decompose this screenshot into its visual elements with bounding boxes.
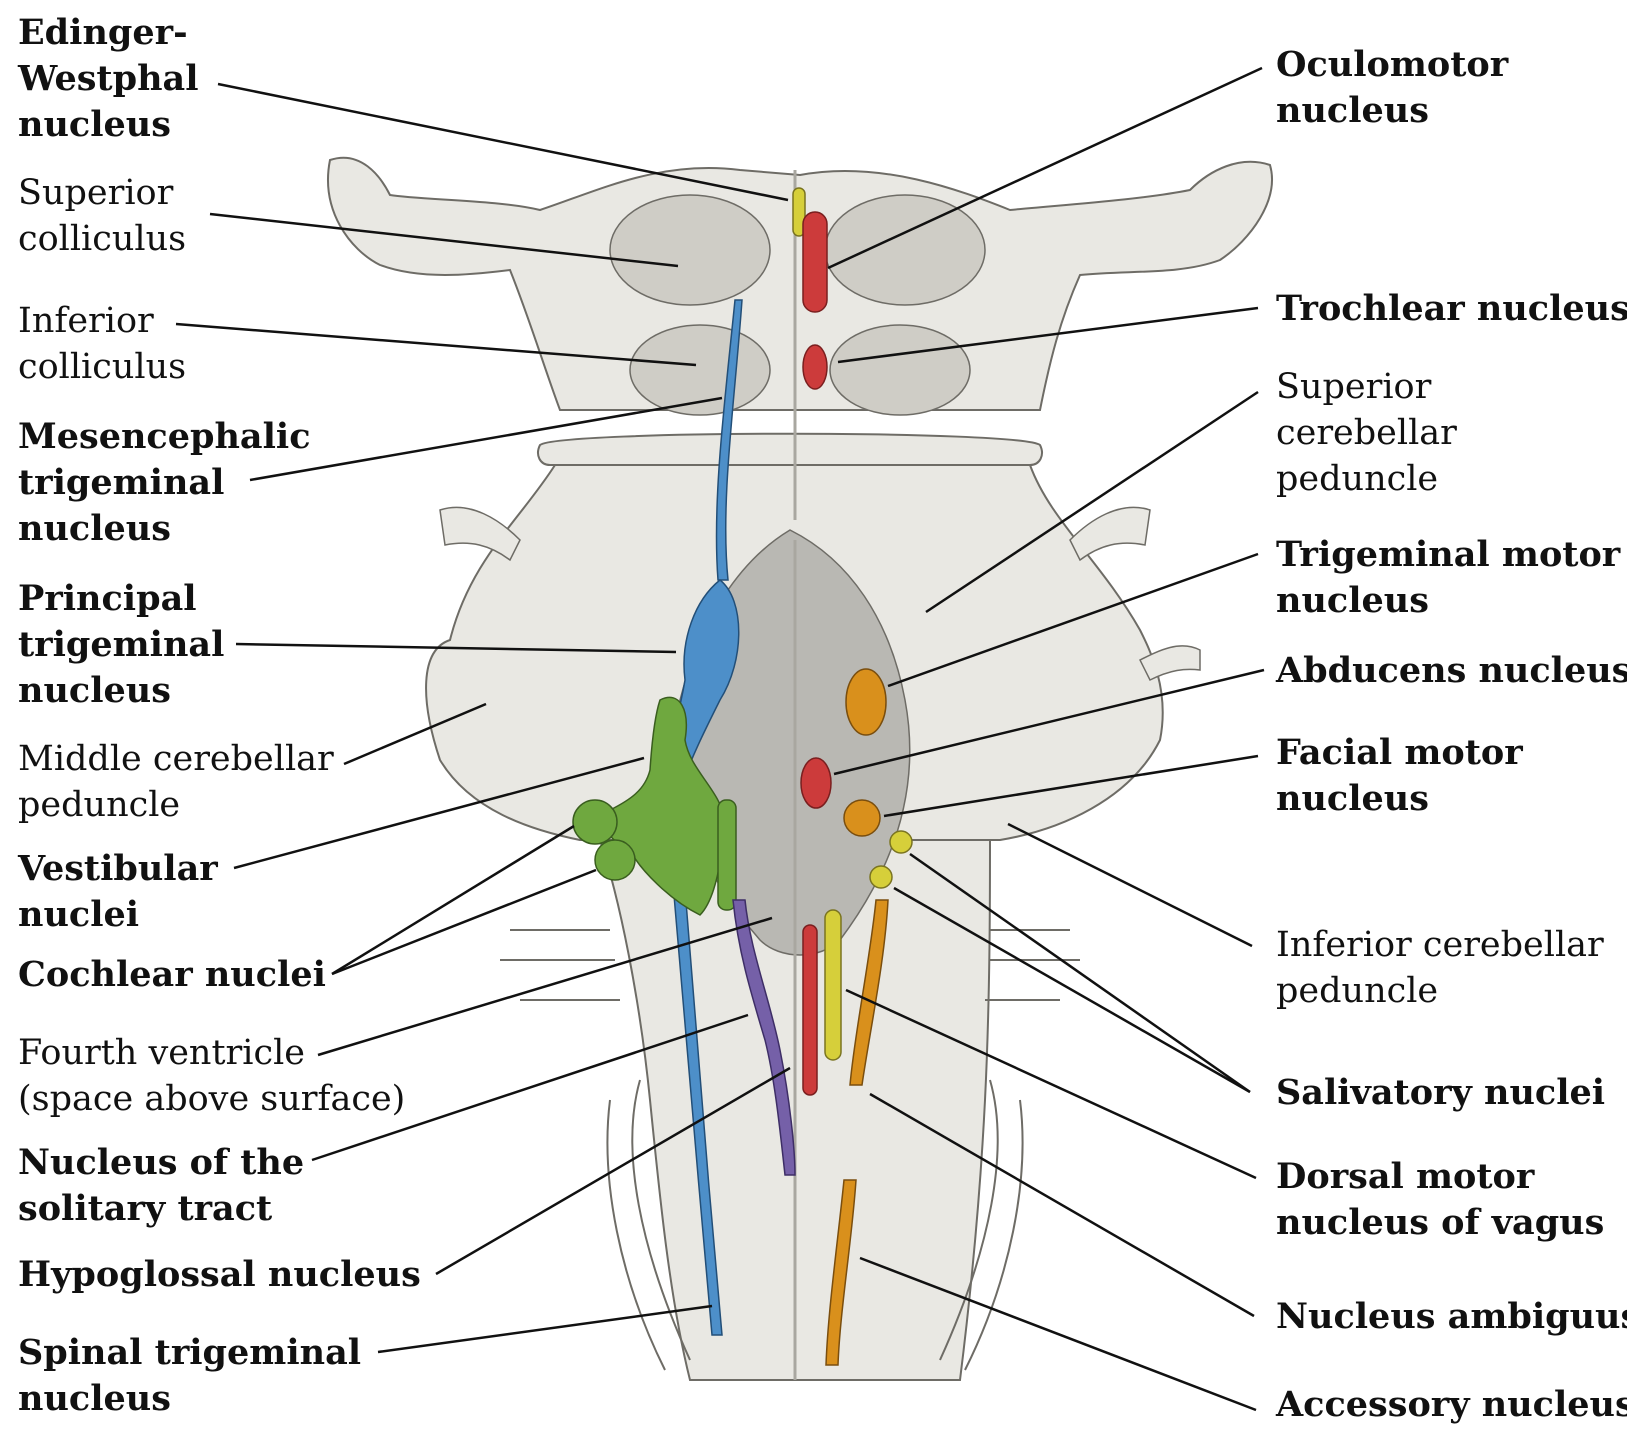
label-line: Inferior: [18, 298, 186, 344]
rootlets-left: [500, 930, 620, 1000]
abducens-nucleus-mark: [801, 758, 831, 808]
leader-cochlear-b: [332, 870, 596, 974]
label-line: Nucleus ambiguus: [1276, 1294, 1627, 1340]
label-line: Trigeminal motor: [1276, 532, 1620, 578]
label-line: peduncle: [18, 782, 334, 828]
label-salivatory: Salivatory nuclei: [1276, 1070, 1605, 1116]
leader-spinal-trigeminal: [378, 1306, 712, 1352]
label-line: Nucleus of the: [18, 1140, 304, 1186]
label-line: nucleus of vagus: [1276, 1200, 1604, 1246]
label-trochlear: Trochlear nucleus: [1276, 286, 1627, 332]
label-superior-colliculus: Superior colliculus: [18, 170, 186, 262]
facial-motor-nucleus-mark: [844, 800, 880, 836]
nerve-stub-right: [1070, 507, 1150, 560]
label-edinger-westphal: Edinger- Westphal nucleus: [18, 10, 199, 148]
solitary-upper-mark: [718, 800, 736, 910]
label-line: Dorsal motor: [1276, 1154, 1604, 1200]
superior-colliculus-right: [825, 195, 985, 305]
trochlear-nucleus-mark: [803, 345, 827, 389]
label-fourth-ventricle: Fourth ventricle (space above surface): [18, 1030, 405, 1122]
label-line: peduncle: [1276, 456, 1457, 502]
label-line: nucleus: [18, 506, 311, 552]
label-line: Mesencephalic: [18, 414, 311, 460]
label-nucleus-ambiguus: Nucleus ambiguus: [1276, 1294, 1627, 1340]
label-line: trigeminal: [18, 622, 224, 668]
label-line: Superior: [1276, 364, 1457, 410]
leader-inferior-cerebellar: [1008, 824, 1252, 946]
label-line: Trochlear nucleus: [1276, 286, 1627, 332]
label-middle-cerebellar-peduncle: Middle cerebellar peduncle: [18, 736, 334, 828]
label-line: cerebellar: [1276, 410, 1457, 456]
label-mesencephalic-trigeminal: Mesencephalic trigeminal nucleus: [18, 414, 311, 552]
leader-edinger-westphal: [218, 84, 788, 200]
label-line: nuclei: [18, 892, 218, 938]
label-line: Facial motor: [1276, 730, 1523, 776]
label-line: (space above surface): [18, 1076, 405, 1122]
label-line: Cochlear nuclei: [18, 952, 326, 998]
dorsal-motor-vagus-mark: [825, 910, 841, 1060]
salivatory-inferior-mark: [870, 866, 892, 888]
label-superior-cerebellar-peduncle: Superior cerebellar peduncle: [1276, 364, 1457, 502]
cochlear-nucleus-ventral-mark: [595, 840, 635, 880]
label-trigeminal-motor: Trigeminal motor nucleus: [1276, 532, 1620, 624]
label-line: Hypoglossal nucleus: [18, 1252, 421, 1298]
label-line: nucleus: [18, 668, 224, 714]
label-line: Abducens nucleus: [1276, 648, 1627, 694]
label-spinal-trigeminal: Spinal trigeminal nucleus: [18, 1330, 361, 1422]
label-line: Salivatory nuclei: [1276, 1070, 1605, 1116]
label-line: Oculomotor: [1276, 42, 1508, 88]
label-line: Inferior cerebellar: [1276, 922, 1604, 968]
label-line: colliculus: [18, 216, 186, 262]
trigeminal-motor-nucleus-mark: [846, 669, 886, 735]
label-dorsal-motor-vagus: Dorsal motor nucleus of vagus: [1276, 1154, 1604, 1246]
salivatory-superior-mark: [890, 831, 912, 853]
cochlear-nucleus-dorsal-mark: [573, 800, 617, 844]
label-cochlear-nuclei: Cochlear nuclei: [18, 952, 326, 998]
leader-cochlear-a: [332, 826, 574, 974]
label-line: Middle cerebellar: [18, 736, 334, 782]
inferior-colliculus-right: [830, 325, 970, 415]
label-line: Superior: [18, 170, 186, 216]
label-solitary-tract: Nucleus of the solitary tract: [18, 1140, 304, 1232]
label-line: colliculus: [18, 344, 186, 390]
label-line: trigeminal: [18, 460, 311, 506]
label-line: Principal: [18, 576, 224, 622]
label-line: Accessory nucleus: [1276, 1382, 1627, 1428]
label-oculomotor: Oculomotor nucleus: [1276, 42, 1508, 134]
brainstem-body: [328, 158, 1272, 1380]
label-hypoglossal: Hypoglossal nucleus: [18, 1252, 421, 1298]
peduncle-band: [538, 434, 1042, 465]
oculomotor-nucleus-mark: [803, 212, 827, 312]
nerve-stub-left: [440, 507, 520, 560]
label-abducens: Abducens nucleus: [1276, 648, 1627, 694]
superior-colliculus-left: [610, 195, 770, 305]
label-line: Spinal trigeminal: [18, 1330, 361, 1376]
label-vestibular-nuclei: Vestibular nuclei: [18, 846, 218, 938]
label-line: solitary tract: [18, 1186, 304, 1232]
label-accessory: Accessory nucleus: [1276, 1382, 1627, 1428]
label-line: Vestibular: [18, 846, 218, 892]
label-line: Westphal: [18, 56, 199, 102]
label-principal-trigeminal: Principal trigeminal nucleus: [18, 576, 224, 714]
label-line: peduncle: [1276, 968, 1604, 1014]
label-inferior-cerebellar-peduncle: Inferior cerebellar peduncle: [1276, 922, 1604, 1014]
label-line: Fourth ventricle: [18, 1030, 405, 1076]
label-line: nucleus: [18, 1376, 361, 1422]
label-line: nucleus: [18, 102, 199, 148]
label-line: nucleus: [1276, 776, 1523, 822]
label-facial-motor: Facial motor nucleus: [1276, 730, 1523, 822]
label-line: Edinger-: [18, 10, 199, 56]
hypoglossal-nucleus-mark: [803, 925, 817, 1095]
label-inferior-colliculus: Inferior colliculus: [18, 298, 186, 390]
label-line: nucleus: [1276, 88, 1508, 134]
label-line: nucleus: [1276, 578, 1620, 624]
